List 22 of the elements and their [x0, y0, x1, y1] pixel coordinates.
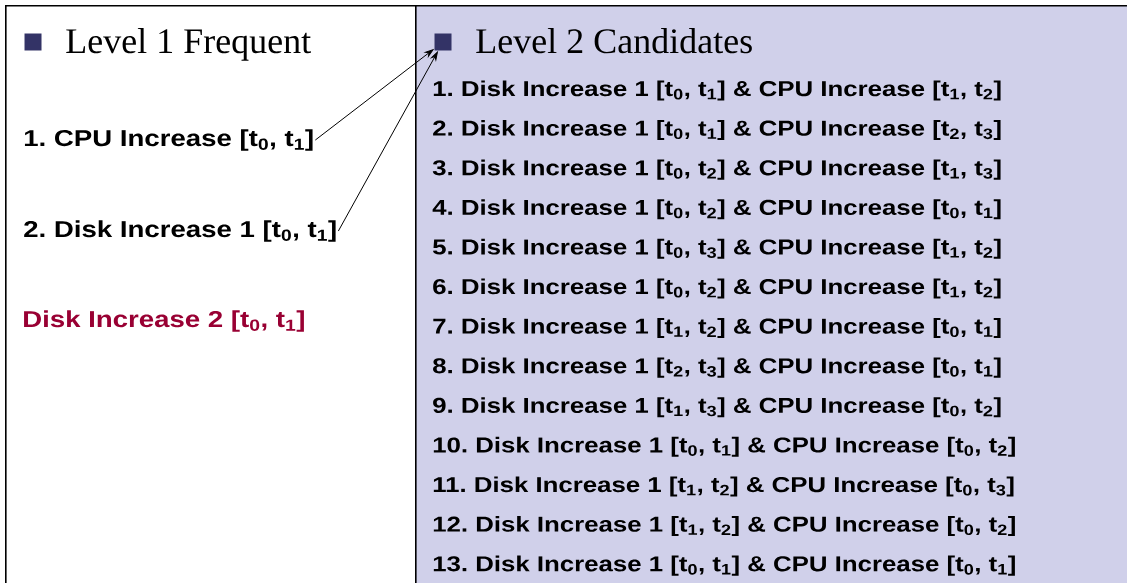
- list-item: 2. Disk Increase 1 [t$_{0}$, t$_{1}$] & CPU Increase [t$_{2}$, t$_{3}$]: [433, 120, 1001, 141]
- heading: Level 1 Frequent: [66, 28, 311, 61]
- arrow: [314, 49, 434, 141]
- list-item: 7. Disk Increase 1 [t$_{1}$, t$_{2}$] & CPU Increase [t$_{0}$, t$_{1}$]: [433, 318, 1001, 339]
- list-item: 3. Disk Increase 1 [t$_{0}$, t$_{2}$] & CPU Increase [t$_{1}$, t$_{3}$]: [432, 159, 1001, 180]
- item-text: Disk Increase 2 [t$_{0}$, t$_{1}$]: [24, 310, 304, 332]
- item-text: 2. Disk Increase 1 [t$_{0}$, t$_{1}$]: [24, 220, 336, 242]
- list-item: 13. Disk Increase 1 [t$_{0}$, t$_{1}$] & CPU Increase [t$_{0}$, t$_{1}$]: [433, 555, 1015, 576]
- arrow: [337, 51, 438, 232]
- panel: [5, 5, 417, 583]
- list-item: 6. Disk Increase 1 [t$_{0}$, t$_{2}$] & CPU Increase [t$_{1}$, t$_{2}$]: [433, 278, 1001, 299]
- list-item: 1. Disk Increase 1 [t$_{0}$, t$_{1}$] & CPU Increase [t$_{1}$, t$_{2}$]: [433, 80, 1001, 101]
- list-item: 4. Disk Increase 1 [t$_{0}$, t$_{2}$] & CPU Increase [t$_{0}$, t$_{1}$]: [432, 199, 1001, 220]
- list-item: 11. Disk Increase 1 [t$_{1}$, t$_{2}$] & CPU Increase [t$_{0}$, t$_{3}$]: [433, 476, 1014, 497]
- heading: Level 2 Candidates: [476, 28, 752, 54]
- list-item: 12. Disk Increase 1 [t$_{1}$, t$_{2}$] & CPU Increase [t$_{0}$, t$_{2}$]: [433, 516, 1015, 537]
- item-text: 1. CPU Increase [t$_{0}$, t$_{1}$]: [24, 129, 313, 151]
- list-item: 9. Disk Increase 1 [t$_{1}$, t$_{3}$] & CPU Increase [t$_{0}$, t$_{2}$]: [433, 397, 1001, 418]
- list-item: 8. Disk Increase 1 [t$_{2}$, t$_{3}$] & CPU Increase [t$_{0}$, t$_{1}$]: [433, 357, 1001, 378]
- list-item: 10. Disk Increase 1 [t$_{0}$, t$_{1}$] & CPU Increase [t$_{0}$, t$_{2}$]: [433, 436, 1015, 457]
- list-item: 5. Disk Increase 1 [t$_{0}$, t$_{3}$] & CPU Increase [t$_{1}$, t$_{2}$]: [433, 238, 1001, 259]
- panel: [415, 5, 1127, 583]
